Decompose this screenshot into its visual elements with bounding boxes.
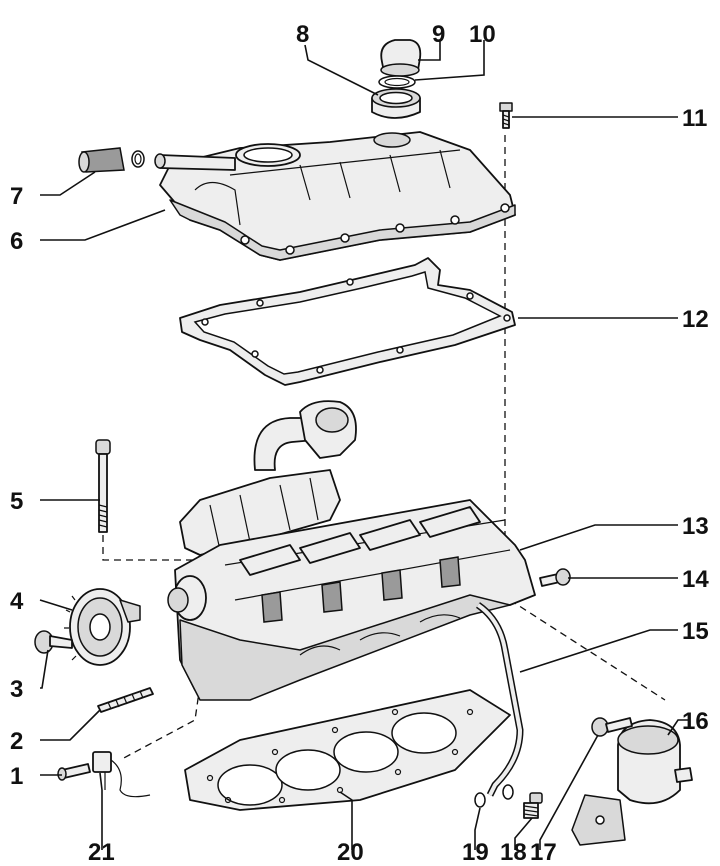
breather-hose <box>78 147 145 173</box>
callout-labels: 1 2 3 4 5 6 7 8 9 10 11 12 13 14 15 16 1… <box>10 21 709 866</box>
head-bolt <box>95 439 111 533</box>
label-10: 10 <box>469 21 496 48</box>
valve-springs <box>261 556 461 623</box>
cylinder-head <box>167 400 536 701</box>
rocker-arms <box>239 506 481 576</box>
sealing-washers <box>474 784 514 808</box>
temperature-sensor <box>92 751 151 798</box>
cover-bolt <box>499 102 513 129</box>
banjo-bolt <box>523 792 543 819</box>
side-bolt <box>539 568 571 587</box>
label-14: 14 <box>682 566 709 593</box>
bracket-bolt <box>591 717 633 737</box>
leader-lines <box>39 40 690 850</box>
label-12: 12 <box>682 306 709 333</box>
label-1: 1 <box>10 763 23 790</box>
label-9: 9 <box>432 21 445 48</box>
cylinder-head-cover <box>154 131 516 261</box>
cover-gasket <box>179 257 516 386</box>
oil-return-pipe <box>475 602 524 797</box>
stud <box>97 687 154 713</box>
head-gasket <box>184 689 511 811</box>
label-16: 16 <box>682 708 709 735</box>
label-5: 5 <box>10 488 23 515</box>
label-19: 19 <box>462 839 489 866</box>
sprocket-bolt <box>34 630 73 654</box>
label-13: 13 <box>682 513 709 540</box>
label-15: 15 <box>682 618 709 645</box>
label-20: 20 <box>337 839 364 866</box>
oil-filler-cap <box>380 39 422 77</box>
label-7: 7 <box>10 183 23 210</box>
cap-seal-ring <box>378 75 416 89</box>
label-8: 8 <box>296 21 309 48</box>
label-21: 21 <box>88 839 115 866</box>
label-2: 2 <box>10 728 23 755</box>
label-18: 18 <box>500 839 527 866</box>
label-4: 4 <box>10 588 24 615</box>
filler-neck <box>371 88 421 119</box>
label-17: 17 <box>530 839 557 866</box>
vacuum-actuator <box>571 719 693 846</box>
camshaft-sprocket <box>64 588 141 666</box>
label-3: 3 <box>10 676 23 703</box>
sensor-bolt <box>57 763 91 781</box>
label-6: 6 <box>10 228 23 255</box>
label-11: 11 <box>682 105 707 132</box>
